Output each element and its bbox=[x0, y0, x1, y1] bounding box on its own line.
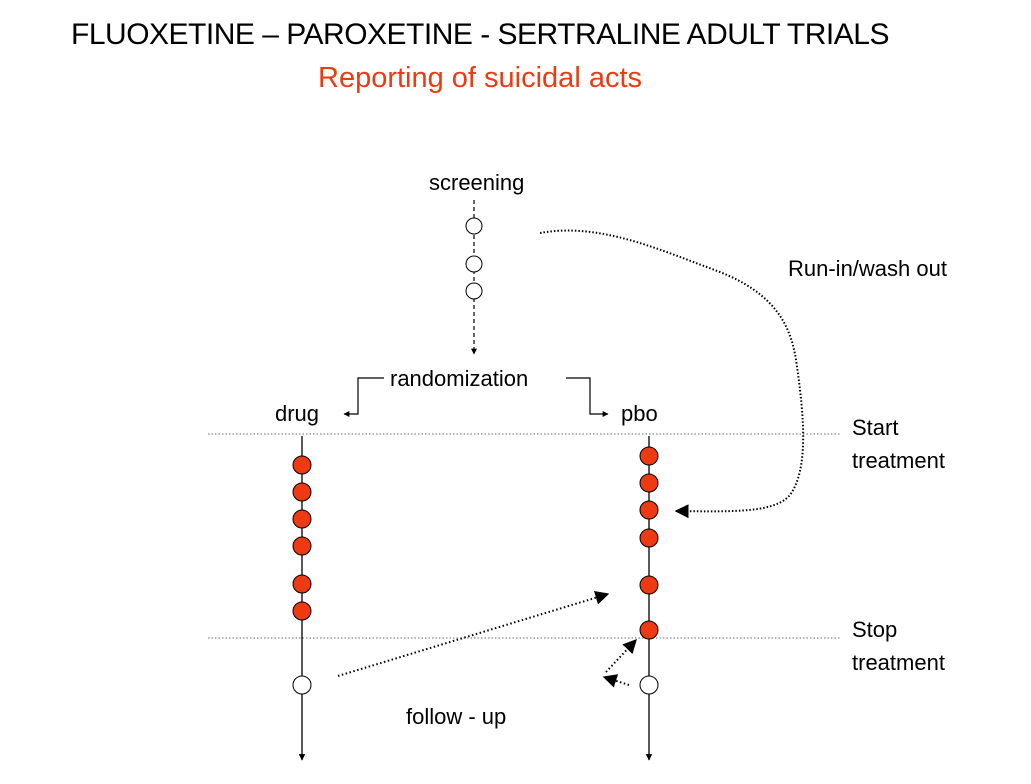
placebo-event-dot bbox=[639, 446, 659, 466]
drug-event-dot bbox=[292, 601, 312, 621]
stop-label-line2: treatment bbox=[852, 650, 945, 675]
screening-open-circle bbox=[465, 255, 483, 273]
randomization-label: randomization bbox=[390, 366, 529, 391]
follow-up-label: follow - up bbox=[406, 704, 507, 729]
screening-label: screening bbox=[429, 170, 525, 195]
drug-event-dot bbox=[292, 455, 312, 475]
drug-arm-label: drug bbox=[275, 401, 320, 426]
drug-event-dot bbox=[292, 509, 312, 529]
placebo-event-dot bbox=[639, 620, 659, 640]
run-in-reassignment-arrow bbox=[539, 229, 805, 519]
placebo-event-dot bbox=[639, 500, 659, 520]
placebo-follow-up-arrow bbox=[602, 674, 630, 688]
placebo-event-dot bbox=[639, 528, 659, 548]
run-in-label: Run-in/wash out bbox=[788, 256, 947, 281]
start-label-line2: treatment bbox=[852, 448, 945, 473]
drug-event-dot bbox=[292, 574, 312, 594]
placebo-follow-up-circle bbox=[639, 675, 659, 695]
slide-title: FLUOXETINE – PAROXETINE - SERTRALINE ADU… bbox=[71, 18, 889, 51]
start-label-line1: Start bbox=[852, 415, 899, 440]
stop-label-line1: Stop bbox=[852, 617, 898, 642]
placebo-event-dot bbox=[639, 575, 659, 595]
to-drug-arrow bbox=[343, 377, 384, 417]
slide-subtitle: Reporting of suicidal acts bbox=[318, 62, 642, 94]
drug-event-dot bbox=[292, 482, 312, 502]
placebo-arm-label: pbo bbox=[621, 401, 658, 426]
placebo-backdate-arrow bbox=[605, 638, 637, 673]
screening-open-circle bbox=[465, 282, 483, 300]
placebo-event-dot bbox=[639, 473, 659, 493]
follow-up-reassignment-arrow bbox=[337, 590, 610, 677]
screening-open-circle bbox=[465, 217, 483, 235]
drug-follow-up-circle bbox=[292, 675, 312, 695]
drug-event-dot bbox=[292, 536, 312, 556]
to-placebo-arrow bbox=[566, 377, 609, 417]
